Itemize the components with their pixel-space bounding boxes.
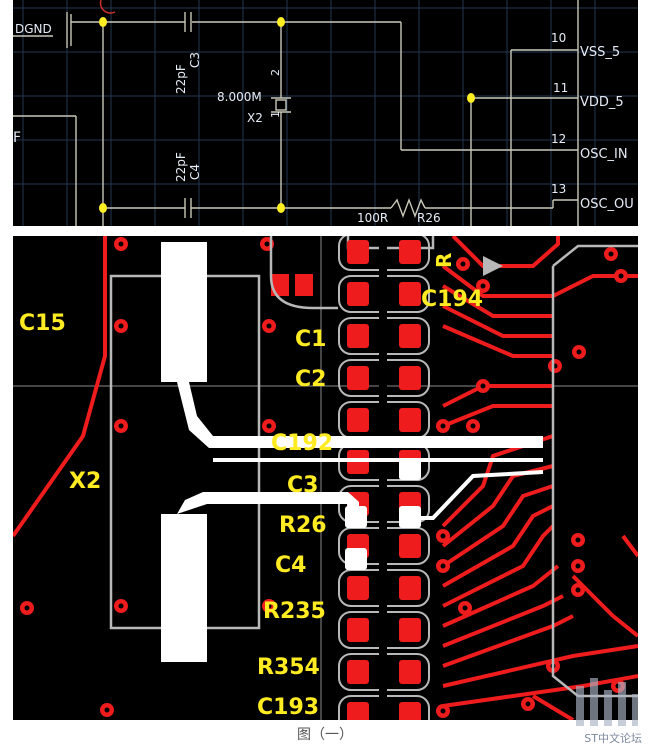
resistor-ref: R26 bbox=[417, 211, 441, 225]
pin-11-number: 11 bbox=[553, 81, 568, 95]
pad-left bbox=[347, 366, 369, 390]
silk-label-x2: X2 bbox=[69, 469, 101, 494]
pad-left bbox=[347, 660, 369, 684]
crystal-frequency: 8.000M bbox=[217, 90, 262, 104]
junction-dots bbox=[99, 17, 475, 213]
schematic-wires bbox=[13, 0, 579, 226]
pad-right bbox=[399, 618, 421, 642]
pad-right bbox=[399, 408, 421, 432]
schematic-drawing: DGND 22pF C3 22pF C4 8.000M X2 2 1 100R … bbox=[13, 0, 638, 226]
crystal-pin-1: 1 bbox=[269, 111, 282, 118]
pcb-drawing: C15 X2 C1 C2 C192 C3 R26 C4 R235 R354 C1… bbox=[13, 236, 638, 720]
pad-left bbox=[347, 618, 369, 642]
pad-right bbox=[399, 660, 421, 684]
silk-label-c3: C3 bbox=[287, 473, 318, 498]
c4-ref: C4 bbox=[188, 164, 202, 180]
schematic-panel: DGND 22pF C3 22pF C4 8.000M X2 2 1 100R … bbox=[13, 0, 638, 226]
partial-net-label: F bbox=[13, 130, 21, 146]
center-trace-gap bbox=[379, 236, 387, 720]
silk-label-c1: C1 bbox=[295, 327, 326, 352]
pad-right bbox=[399, 534, 421, 558]
pad-right bbox=[399, 282, 421, 306]
silk-label-r26: R26 bbox=[279, 513, 327, 538]
pad-left bbox=[347, 576, 369, 600]
watermark-text: ST中文论坛 bbox=[584, 732, 642, 745]
pin-10-name: VSS_5 bbox=[580, 45, 620, 60]
pad-right bbox=[399, 240, 421, 264]
pcb-layout-panel: C15 X2 C1 C2 C192 C3 R26 C4 R235 R354 C1… bbox=[13, 236, 638, 720]
pad-right bbox=[399, 576, 421, 600]
pad-left bbox=[347, 240, 369, 264]
silk-label-c4: C4 bbox=[275, 553, 306, 578]
pad-right bbox=[399, 366, 421, 390]
crystal-footprint bbox=[161, 242, 543, 662]
pin-12-number: 12 bbox=[551, 132, 566, 146]
silk-label-c2: C2 bbox=[295, 367, 326, 392]
c3-value: 22pF bbox=[174, 64, 188, 94]
schematic-grid bbox=[13, 0, 638, 226]
component-pads bbox=[271, 274, 313, 296]
silk-label-c192: C192 bbox=[271, 431, 333, 456]
ic-pins: 10 VSS_5 11 VDD_5 12 OSC_IN 13 OSC_OU bbox=[551, 31, 634, 212]
pad-left bbox=[347, 702, 369, 720]
pad-right bbox=[399, 702, 421, 720]
pad-left bbox=[347, 408, 369, 432]
silk-label-c15: C15 bbox=[19, 311, 66, 336]
figure-caption: 图（一） bbox=[297, 727, 353, 743]
pin-13-name: OSC_OU bbox=[580, 197, 634, 212]
oscillator-nets bbox=[213, 458, 544, 520]
pin1-marker bbox=[483, 256, 503, 276]
vias bbox=[20, 237, 628, 718]
pin-13-number: 13 bbox=[551, 182, 566, 196]
silk-label-partial-r: R bbox=[432, 253, 456, 268]
crystal-pin-2: 2 bbox=[269, 69, 282, 76]
pin-11-name: VDD_5 bbox=[580, 95, 624, 110]
resistor-value: 100R bbox=[357, 211, 388, 225]
c4-value: 22pF bbox=[174, 152, 188, 182]
silk-label-c194: C194 bbox=[421, 287, 483, 312]
silk-label-r354: R354 bbox=[257, 655, 320, 680]
net-label-dgnd: DGND bbox=[15, 22, 52, 36]
pin-10-number: 10 bbox=[551, 31, 566, 45]
pad-left bbox=[347, 282, 369, 306]
watermark-logo-icon bbox=[576, 678, 638, 726]
pin-12-name: OSC_IN bbox=[580, 147, 628, 162]
crystal-ref: X2 bbox=[247, 111, 263, 125]
partial-symbol bbox=[99, 0, 116, 14]
c3-ref: C3 bbox=[188, 52, 202, 68]
pad-right bbox=[399, 324, 421, 348]
pad-left bbox=[347, 324, 369, 348]
silk-label-r235: R235 bbox=[263, 599, 326, 624]
silk-label-c193: C193 bbox=[257, 695, 319, 720]
